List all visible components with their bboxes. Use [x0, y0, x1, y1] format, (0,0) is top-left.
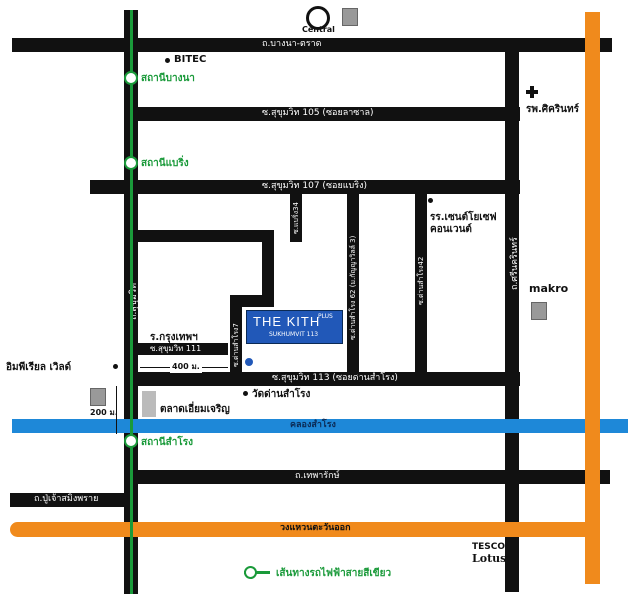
distance-200-line [116, 386, 117, 434]
lotus-label: Lotus [472, 552, 507, 565]
station-bearing-label: สถานีแบริ่ง [141, 158, 189, 169]
krungthep-label: ร.กรุงเทพฯ [150, 332, 198, 343]
legend-line-icon [244, 571, 270, 574]
station-samrong-label: สถานีสำโรง [141, 437, 193, 448]
project-marker-box[interactable]: THE KITH PLUS SUKHUMVIT 113 [246, 310, 343, 344]
wat-dot [243, 391, 248, 396]
school-dot [428, 198, 433, 203]
legend-station-icon [244, 566, 257, 579]
road-label-pu-chao: ถ.ปู่เจ้าสมิงพราย [34, 494, 99, 504]
road-soi111 [138, 343, 228, 355]
imperial-world-label: อิมพีเรียล เวิลด์ [6, 362, 72, 373]
market-icon [142, 391, 156, 417]
road-label-bangna-trad: ถ.บางนา-ตราด [262, 39, 322, 49]
road-soi-dansamrong7 [230, 295, 242, 375]
station-bearing-marker [124, 156, 138, 170]
project-sub: SUKHUMVIT 113 [269, 331, 319, 338]
road-soi-dansamrong62 [347, 194, 359, 374]
project-name: THE KITH [253, 314, 321, 329]
road-label-soi105: ซ.สุขุมวิท 105 (ซอยลาซาล) [262, 108, 374, 118]
project-plus: PLUS [318, 313, 333, 320]
tesco-label: TESCO [472, 542, 506, 552]
ring-road-vertical [585, 12, 600, 584]
road-label-soi107: ซ.สุขุมวิท 107 (ซอยแบริ่ง) [262, 181, 367, 191]
road-srinakarin [505, 52, 519, 592]
market-label: ตลาดเอี่ยมเจริญ [160, 404, 230, 415]
road-label-srinakarin: ถ.ศรีนครินทร์ [510, 237, 520, 290]
ring-road-label: วงแหวนตะวันออก [280, 523, 351, 533]
distance-400-label: 400 ม. [170, 360, 202, 373]
road-soi-dansamrong42 [415, 194, 427, 374]
road-soi-short [138, 230, 272, 242]
road-soi113 [125, 372, 520, 386]
canal-samrong [12, 419, 628, 433]
road-label-soi-dansamrong42: ซ.ด่านสำโรง42 [417, 256, 425, 305]
imperial-dot [113, 364, 118, 369]
ring-road-horizontal [10, 522, 600, 537]
makro-seal-icon [531, 302, 547, 320]
station-bangna-label: สถานีบางนา [141, 73, 195, 84]
road-soi105 [125, 107, 520, 121]
seal-logo-icon [342, 8, 358, 26]
legend-label: เส้นทางรถไฟฟ้าสายสีเขียว [276, 568, 392, 579]
project-location-dot [244, 357, 254, 367]
bitec-dot [165, 58, 170, 63]
road-label-sukhumvit: ถ.สุขุมวิท [129, 283, 139, 320]
road-soi107 [90, 180, 520, 194]
hospital-cross-icon [526, 86, 538, 98]
school-label-2: คอนเวนต์ [430, 224, 472, 235]
road-label-soi-dansamrong7: ซ.ด่านสำโรง7 [232, 323, 240, 367]
road-bangna-trad [12, 38, 612, 52]
bts-green-line [130, 10, 133, 594]
station-samrong-marker [124, 434, 138, 448]
distance-200-label: 200 ม. [90, 408, 118, 417]
road-thepharak [125, 470, 610, 484]
road-soi-connector [262, 230, 274, 302]
road-label-thepharak: ถ.เทพารักษ์ [295, 471, 340, 481]
central-logo-icon [306, 6, 330, 30]
road-soi-bearing34 [290, 194, 302, 242]
canal-label: คลองสำโรง [290, 420, 336, 430]
road-pu-chao [10, 493, 138, 507]
road-label-soi113: ซ.สุขุมวิท 113 (ซอยด่านสำโรง) [272, 373, 398, 383]
imperial-seal-icon [90, 388, 106, 406]
road-label-soi-dansamrong62: ซ.ด่านสำโรง 62 (ม.กัญญาวิลล์ 3) [349, 235, 357, 340]
station-bangna-marker [124, 71, 138, 85]
wat-label: วัดด่านสำโรง [252, 389, 311, 400]
makro-label: makro [529, 282, 569, 295]
school-label: รร.เซนต์โยเซฟ [430, 212, 497, 223]
sikarin-hospital-label: รพ.ศิครินทร์ [526, 104, 579, 115]
road-label-soi-bearing34: ซ.แบริ่ง34 [292, 201, 300, 234]
bitec-label: BITEC [174, 54, 207, 65]
road-label-soi111: ซ.สุขุมวิท 111 [150, 344, 202, 353]
central-label: Central [302, 25, 335, 34]
